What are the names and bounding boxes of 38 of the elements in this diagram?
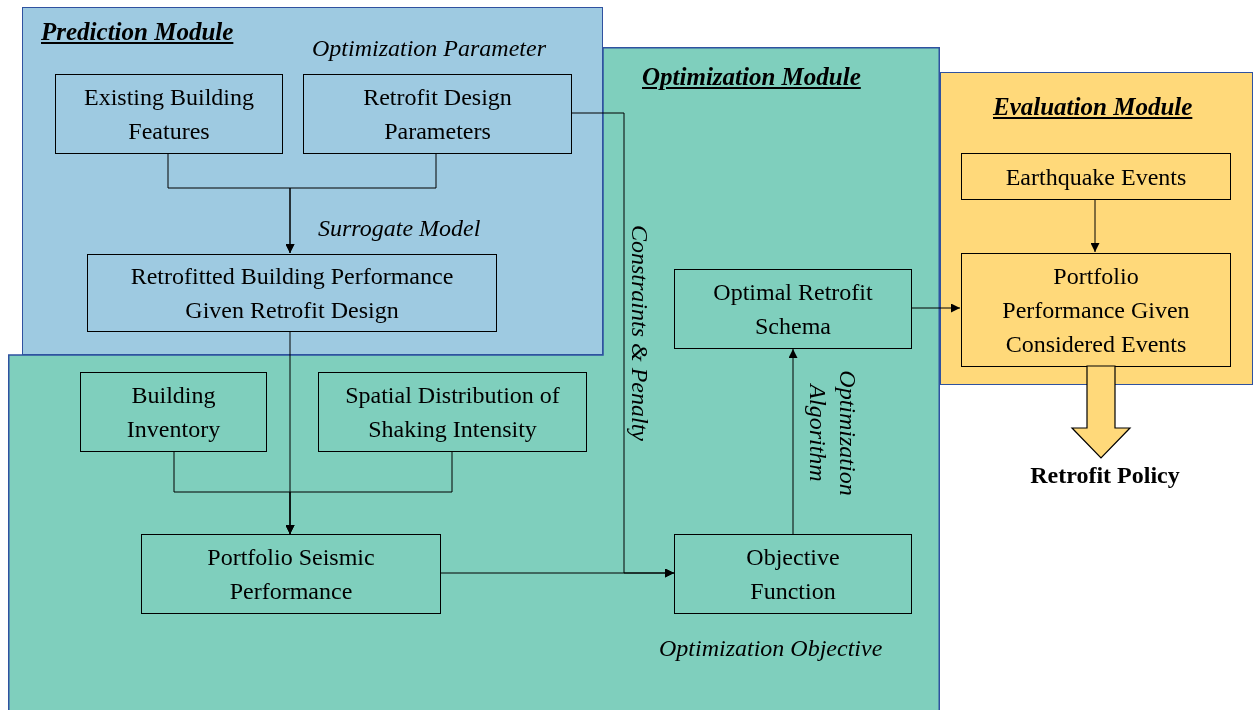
box-label: Objective Function bbox=[745, 543, 841, 606]
module-panel bbox=[22, 7, 603, 355]
box-label: Retrofitted Building Performance Given Retrofit Design bbox=[129, 262, 455, 325]
process-box bbox=[303, 74, 572, 154]
module-title: Evaluation Module bbox=[993, 93, 1193, 121]
connector-arrow bbox=[911, 303, 961, 313]
process-box bbox=[961, 253, 1231, 367]
edge-label: Constraints & Penalty bbox=[626, 224, 654, 443]
box-label: Portfolio Performance Given Considered Events bbox=[1001, 262, 1191, 359]
connector-arrow bbox=[1090, 198, 1100, 253]
box-label: Building Inventory bbox=[125, 381, 222, 444]
connector-arrow bbox=[285, 152, 437, 254]
process-box bbox=[674, 269, 912, 349]
process-box bbox=[87, 254, 497, 332]
module-panel bbox=[940, 72, 1253, 385]
result-label: Retrofit Policy bbox=[1030, 461, 1180, 489]
connector-arrow bbox=[440, 568, 675, 578]
box-label: Portfolio Seismic Performance bbox=[206, 543, 376, 606]
box-label: Retrofit Design Parameters bbox=[362, 83, 513, 146]
box-label: Earthquake Events bbox=[1005, 162, 1187, 192]
process-box bbox=[318, 372, 587, 452]
box-label: Spatial Distribution of Shaking Intensity bbox=[344, 381, 561, 444]
box-label: Optimal Retrofit Schema bbox=[712, 278, 874, 341]
process-box bbox=[141, 534, 441, 614]
process-box bbox=[961, 153, 1231, 200]
module-title: Optimization Module bbox=[642, 63, 861, 91]
process-box bbox=[55, 74, 283, 154]
annotation-label: Surrogate Model bbox=[318, 214, 481, 243]
annotation-label: Optimization Objective bbox=[659, 634, 883, 663]
box-label: Existing Building Features bbox=[83, 83, 255, 146]
connector-arrow bbox=[788, 348, 798, 535]
edge-label: Optimization Algorithm bbox=[804, 369, 862, 498]
process-box bbox=[674, 534, 912, 614]
annotation-label: Optimization Parameter bbox=[312, 34, 546, 63]
module-title: Prediction Module bbox=[41, 18, 234, 46]
process-box bbox=[80, 372, 267, 452]
block-arrow bbox=[1070, 365, 1132, 459]
connector-arrow bbox=[285, 451, 453, 535]
